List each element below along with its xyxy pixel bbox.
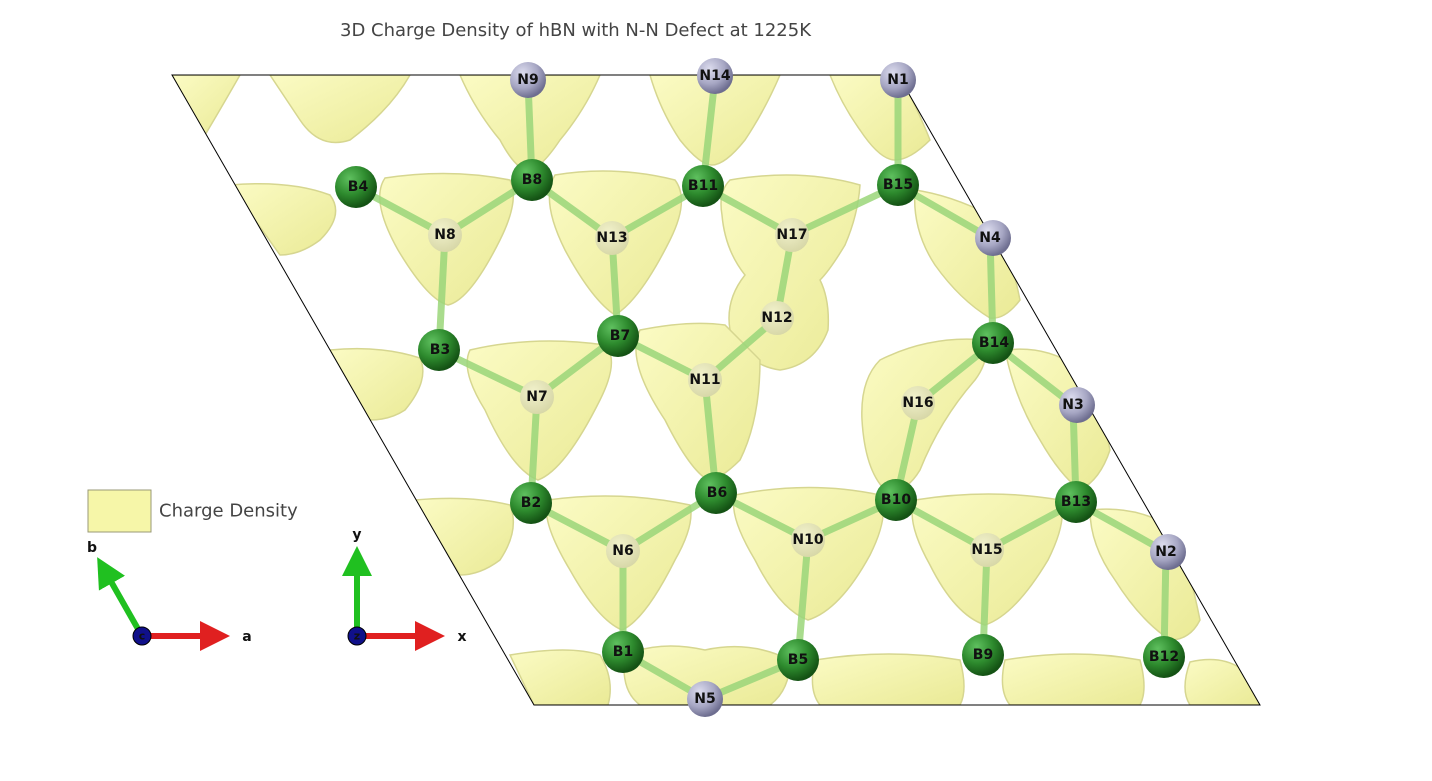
atom-B1: B1 [602,631,644,673]
svg-text:N2: N2 [1155,544,1176,560]
atom-N13: N13 [595,221,629,255]
atom-B14: B14 [972,322,1014,364]
atom-B9: B9 [962,634,1004,676]
axis-y-label: y [352,527,361,543]
atom-N6: N6 [606,534,640,568]
svg-text:N12: N12 [761,310,792,326]
svg-text:N14: N14 [699,68,730,84]
atom-N8: N8 [428,218,462,252]
density-lobe [268,75,412,144]
svg-text:B12: B12 [1149,649,1179,665]
density-lobe [720,174,861,371]
svg-text:B7: B7 [610,328,630,344]
atom-N3: N3 [1059,387,1095,423]
atom-N11: N11 [688,363,722,397]
legend-label: Charge Density [159,501,298,522]
atom-B13: B13 [1055,481,1097,523]
axis-b-label: b [87,540,97,556]
svg-text:B8: B8 [522,172,542,188]
density-lobe [1089,508,1201,641]
atom-B6: B6 [695,472,737,514]
unit-cell-outline [171,74,1261,706]
svg-text:N7: N7 [526,389,547,405]
density-lobe [228,183,337,256]
legend-swatch [87,489,152,533]
atom-B2: B2 [510,482,552,524]
atom-B12: B12 [1143,636,1185,678]
svg-text:N6: N6 [612,543,633,559]
atom-N4: N4 [975,220,1011,256]
svg-text:N10: N10 [792,532,823,548]
cartesian-axes: z x y [342,527,467,651]
atom-N14: N14 [697,58,733,94]
density-lobe [1184,658,1260,705]
svg-text:B6: B6 [707,485,727,501]
svg-text:N8: N8 [434,227,455,243]
density-lobe [1001,653,1145,705]
atom-B11: B11 [682,165,724,207]
svg-text:B4: B4 [348,179,369,195]
svg-text:N15: N15 [971,542,1002,558]
svg-text:B9: B9 [973,647,993,663]
atom-N1: N1 [880,62,916,98]
atom-N15: N15 [970,533,1004,567]
svg-text:B2: B2 [521,495,541,511]
svg-text:B14: B14 [979,335,1009,351]
svg-text:N5: N5 [694,691,715,707]
atom-N17: N17 [775,218,809,252]
density-lobe [828,75,931,161]
svg-text:B10: B10 [881,492,911,508]
density-lobe [913,189,1021,319]
axis-z-label: z [354,630,360,643]
svg-text:N3: N3 [1062,397,1083,413]
svg-text:B3: B3 [430,342,450,358]
atom-B3: B3 [418,329,460,371]
axis-b-arrow [97,557,145,638]
atom-N12: N12 [760,301,794,335]
axis-z-origin [347,626,367,646]
density-lobe [508,649,611,705]
atom-N9: N9 [510,62,546,98]
atom-B15: B15 [877,164,919,206]
svg-text:B5: B5 [788,652,808,668]
axis-c-origin [132,626,152,646]
svg-text:N9: N9 [517,72,538,88]
atom-N5: N5 [687,681,723,717]
atom-N2: N2 [1150,534,1186,570]
atom-N10: N10 [791,523,825,557]
atom-N16: N16 [901,386,935,420]
svg-text:N1: N1 [887,72,908,88]
svg-text:N17: N17 [776,227,807,243]
axis-x-label: x [457,629,466,645]
density-lobe [172,75,242,137]
density-lobe [811,653,965,705]
atom-B10: B10 [875,479,917,521]
svg-text:N16: N16 [902,395,933,411]
svg-text:N13: N13 [596,230,627,246]
density-lobe [413,497,515,576]
svg-text:B1: B1 [613,644,633,660]
svg-text:B11: B11 [688,178,718,194]
svg-text:N4: N4 [979,230,1001,246]
axis-c-label: c [139,630,146,643]
svg-text:B13: B13 [1061,494,1091,510]
atom-B7: B7 [597,315,639,357]
atom-B4: B4 [335,166,377,208]
atom-N7: N7 [520,380,554,414]
density-lobe [649,75,782,166]
axis-a-label: a [242,629,251,645]
legend: Charge Density [87,489,298,533]
atom-B5: B5 [777,639,819,681]
density-lobe [1004,348,1111,491]
figure-title: 3D Charge Density of hBN with N-N Defect… [340,20,812,41]
lattice-axes: c a b [87,540,252,651]
atom-B8: B8 [511,159,553,201]
atom-layer: N9 N14 N1 N4 N3 N2 N5 N8 N13 N17 N12 N7 … [335,58,1186,717]
svg-text:N11: N11 [689,372,720,388]
density-lobe [328,347,424,421]
svg-text:B15: B15 [883,177,913,193]
